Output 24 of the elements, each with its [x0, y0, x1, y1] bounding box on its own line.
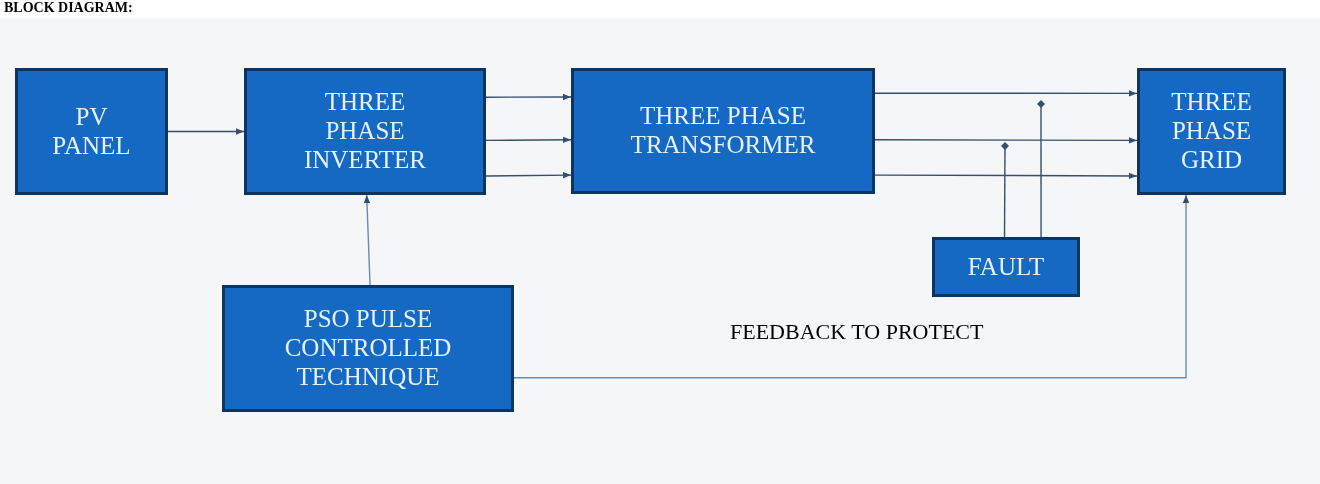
title: BLOCK DIAGRAM: [4, 1, 133, 15]
arrow [167, 128, 245, 135]
process-box [1137, 68, 1286, 195]
process-box [932, 237, 1080, 297]
arrow [485, 93, 572, 101]
process-box [571, 68, 875, 194]
box-label: FAULT [967, 252, 1045, 282]
arrow [485, 136, 572, 144]
box-label: THREE PHASE GRID [1170, 88, 1253, 175]
process-box [244, 68, 486, 195]
arrow [874, 90, 1138, 97]
connector-line [1037, 100, 1045, 238]
process-box [15, 68, 168, 195]
arrow [513, 194, 1190, 379]
arrow [363, 194, 371, 286]
box-label: PSO PULSE CONTROLLED TECHNIQUE [283, 305, 453, 392]
box-label: PV PANEL [51, 102, 132, 161]
arrow [874, 137, 1138, 144]
arrow [874, 172, 1138, 180]
box-label: THREE PHASE TRANSFORMER [629, 102, 817, 160]
connector-line [1001, 142, 1009, 238]
arrow [485, 172, 572, 179]
process-box [222, 285, 514, 412]
box-label: THREE PHASE INVERTER [302, 88, 428, 175]
